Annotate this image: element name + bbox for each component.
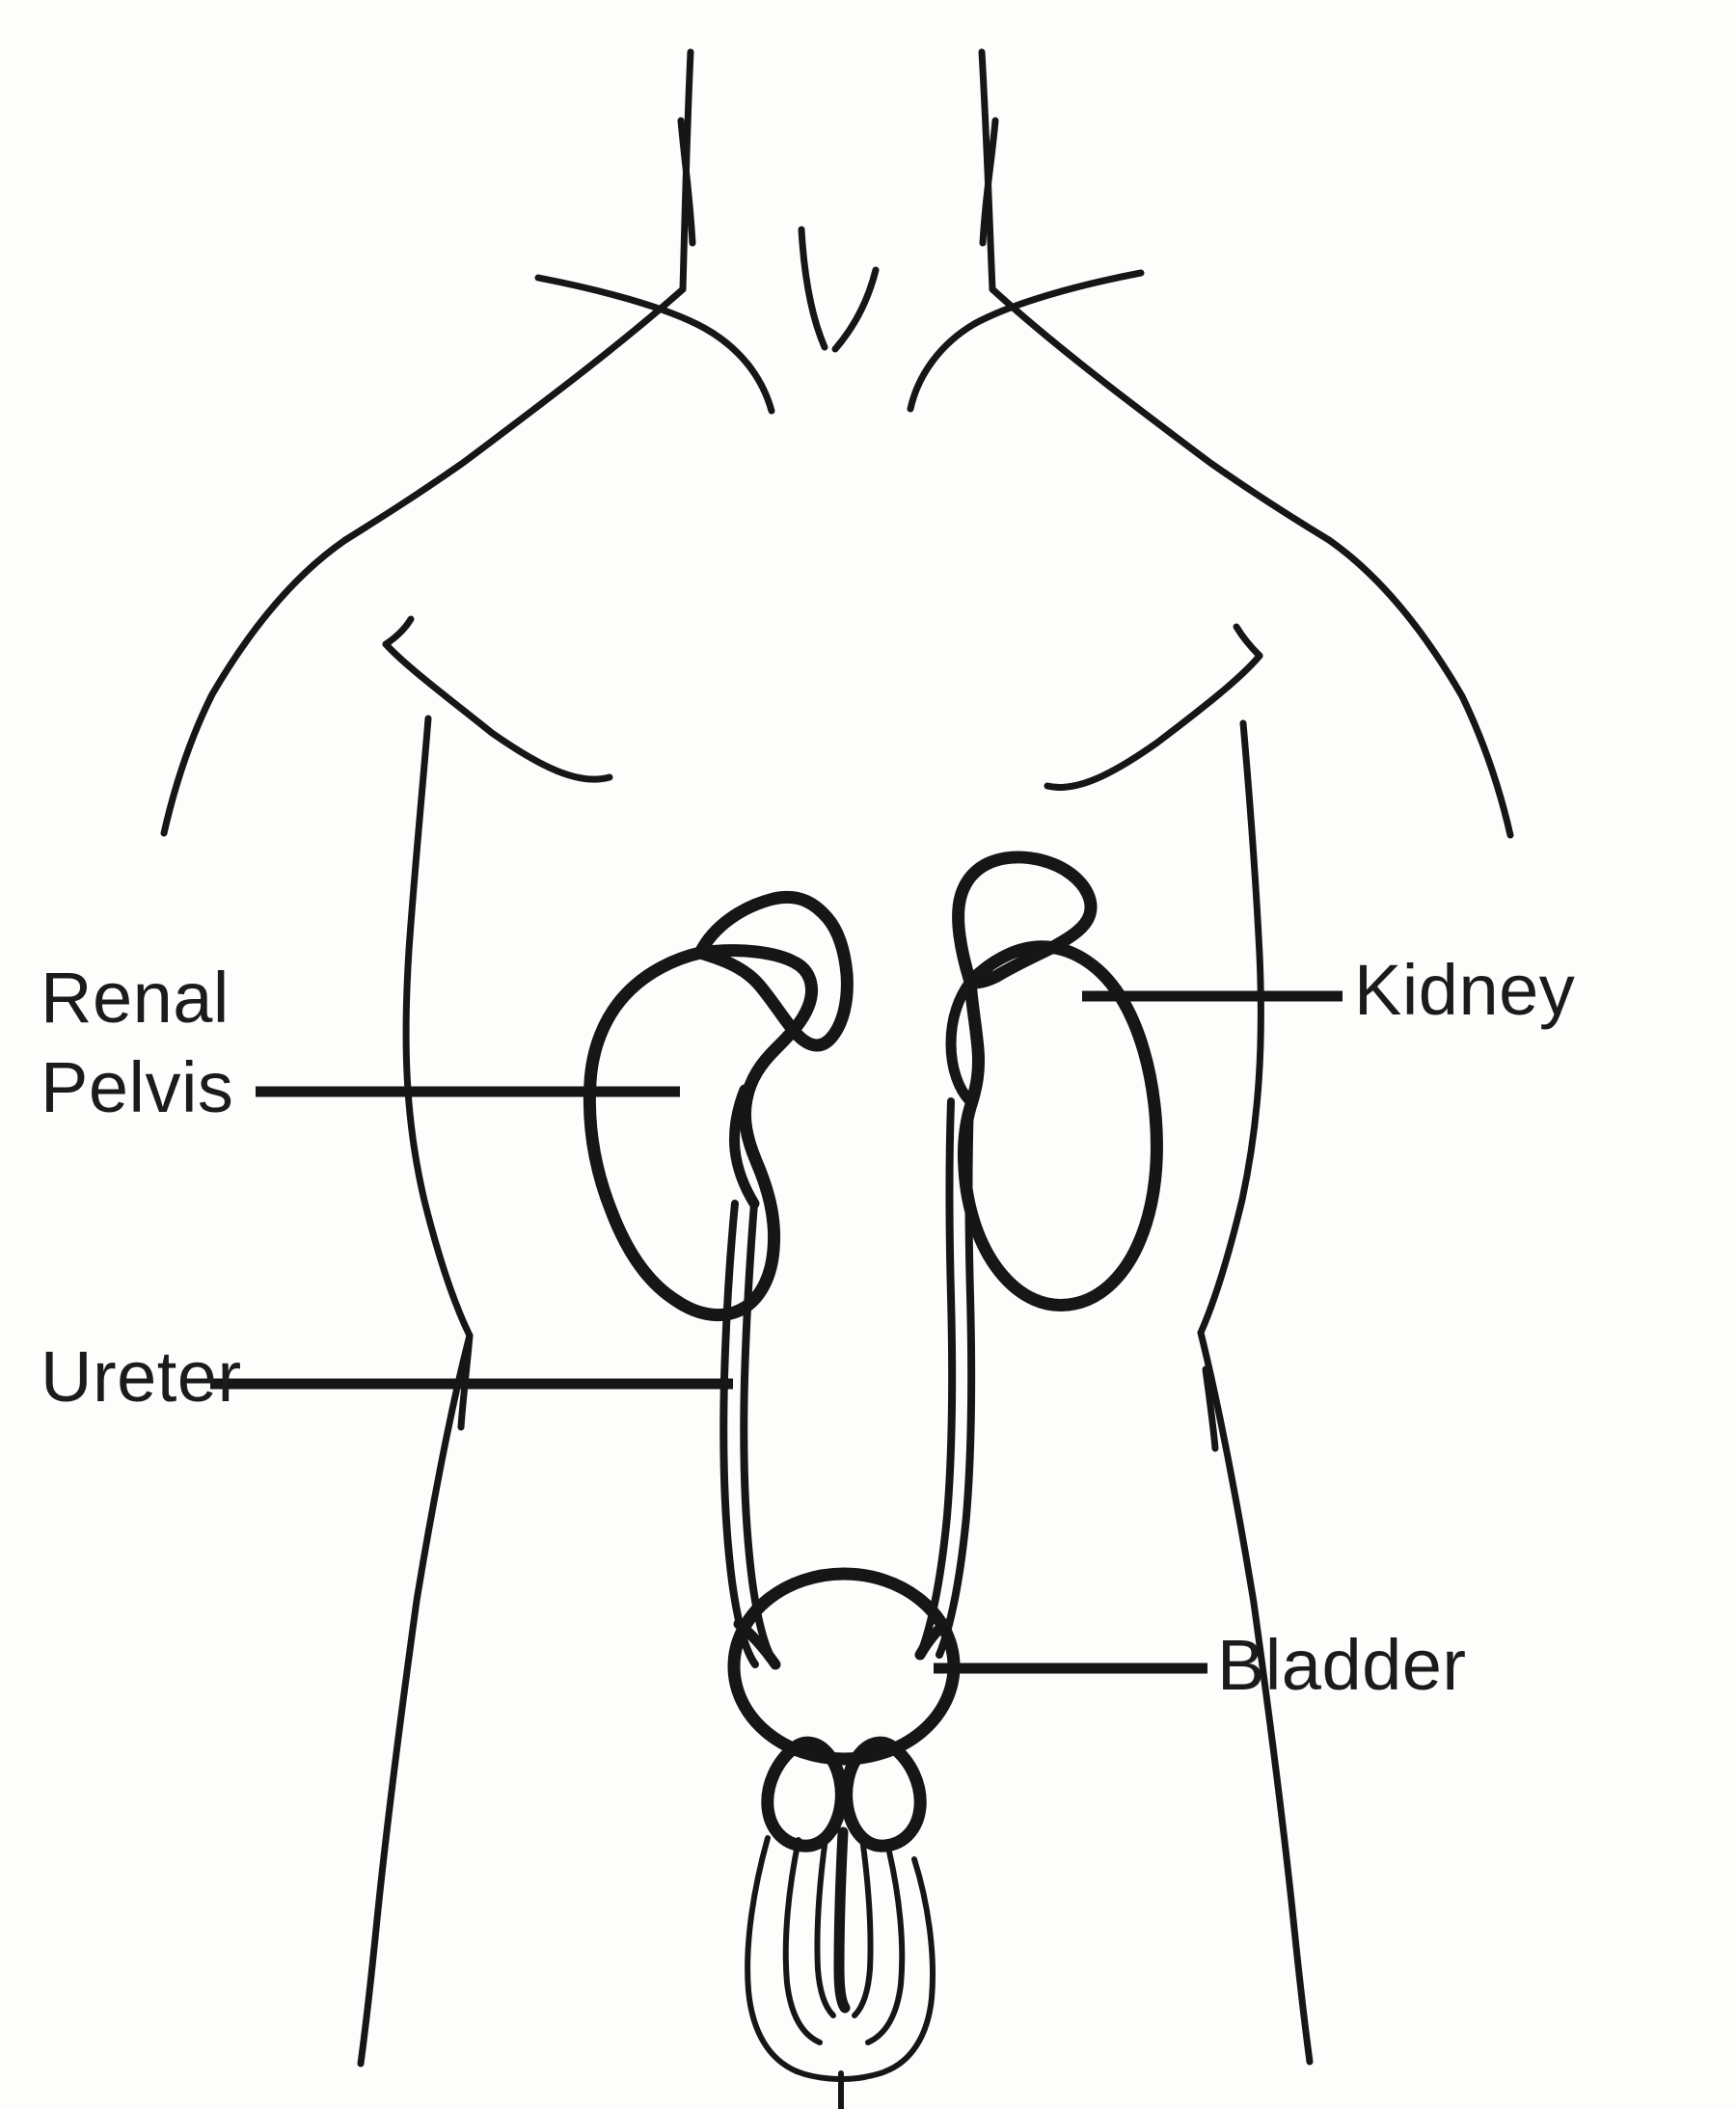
- urethra-left-wall: [814, 1835, 836, 2018]
- left-deltoid-outline: [160, 536, 349, 837]
- bladder-left-junction: [733, 1618, 781, 1670]
- urinary-bladder: [727, 1567, 961, 1766]
- right-torso-side: [1197, 719, 1264, 1337]
- penis-left-shaft: [782, 1837, 823, 2045]
- neck-left-notch: [677, 117, 696, 247]
- scrotum-left-outline: [745, 1835, 800, 2074]
- right-adrenal-gland: [952, 851, 1098, 989]
- right-clavicle: [907, 269, 1145, 413]
- right-renal-hilum: [945, 976, 976, 1107]
- labels-group: Renal Pelvis Ureter Kidney Bladder: [41, 950, 1575, 1705]
- sternal-notch-left: [798, 226, 828, 351]
- left-arm-inner: [382, 640, 613, 783]
- scrotum-right-outline: [882, 1856, 936, 2074]
- urethra-center-line: [833, 1826, 851, 2014]
- left-renal-pelvis: [729, 1084, 760, 1209]
- left-kidney: [583, 944, 818, 1322]
- neck-right-notch: [979, 117, 999, 247]
- left-clavicle: [534, 274, 775, 415]
- penis-right-shaft: [865, 1849, 906, 2045]
- label-renal-pelvis-line1: Renal: [41, 958, 230, 1038]
- right-thigh-outer: [1197, 1329, 1314, 2066]
- organs-group: [583, 851, 1163, 2109]
- right-ureter-inner: [916, 1097, 957, 1659]
- body-outline-group: [160, 48, 1514, 2068]
- left-adrenal-gland: [693, 890, 854, 1052]
- right-hip-crease: [1202, 1365, 1219, 1452]
- leader-lines-group: [210, 990, 1343, 1674]
- left-shoulder-slope: [341, 285, 687, 544]
- urethra-right-wall: [852, 1835, 874, 2018]
- left-armpit-upper: [382, 615, 415, 648]
- label-ureter: Ureter: [41, 1337, 242, 1417]
- right-ureter-outer: [936, 1097, 976, 1659]
- sternal-notch-right: [831, 266, 880, 353]
- right-deltoid-outline: [1325, 536, 1514, 839]
- left-ureter-outer: [740, 1200, 779, 1668]
- left-torso-side: [402, 715, 474, 1339]
- right-arm-inner: [1044, 652, 1263, 791]
- label-renal-pelvis-line2: Pelvis: [41, 1047, 233, 1127]
- label-kidney: Kidney: [1354, 950, 1575, 1030]
- left-thigh-outer: [357, 1332, 474, 2068]
- right-armpit-upper: [1233, 623, 1263, 660]
- scrotum-bottom: [794, 2068, 888, 2082]
- label-bladder: Bladder: [1217, 1625, 1467, 1705]
- right-shoulder-slope: [989, 285, 1333, 544]
- bladder-right-junction: [914, 1618, 951, 1661]
